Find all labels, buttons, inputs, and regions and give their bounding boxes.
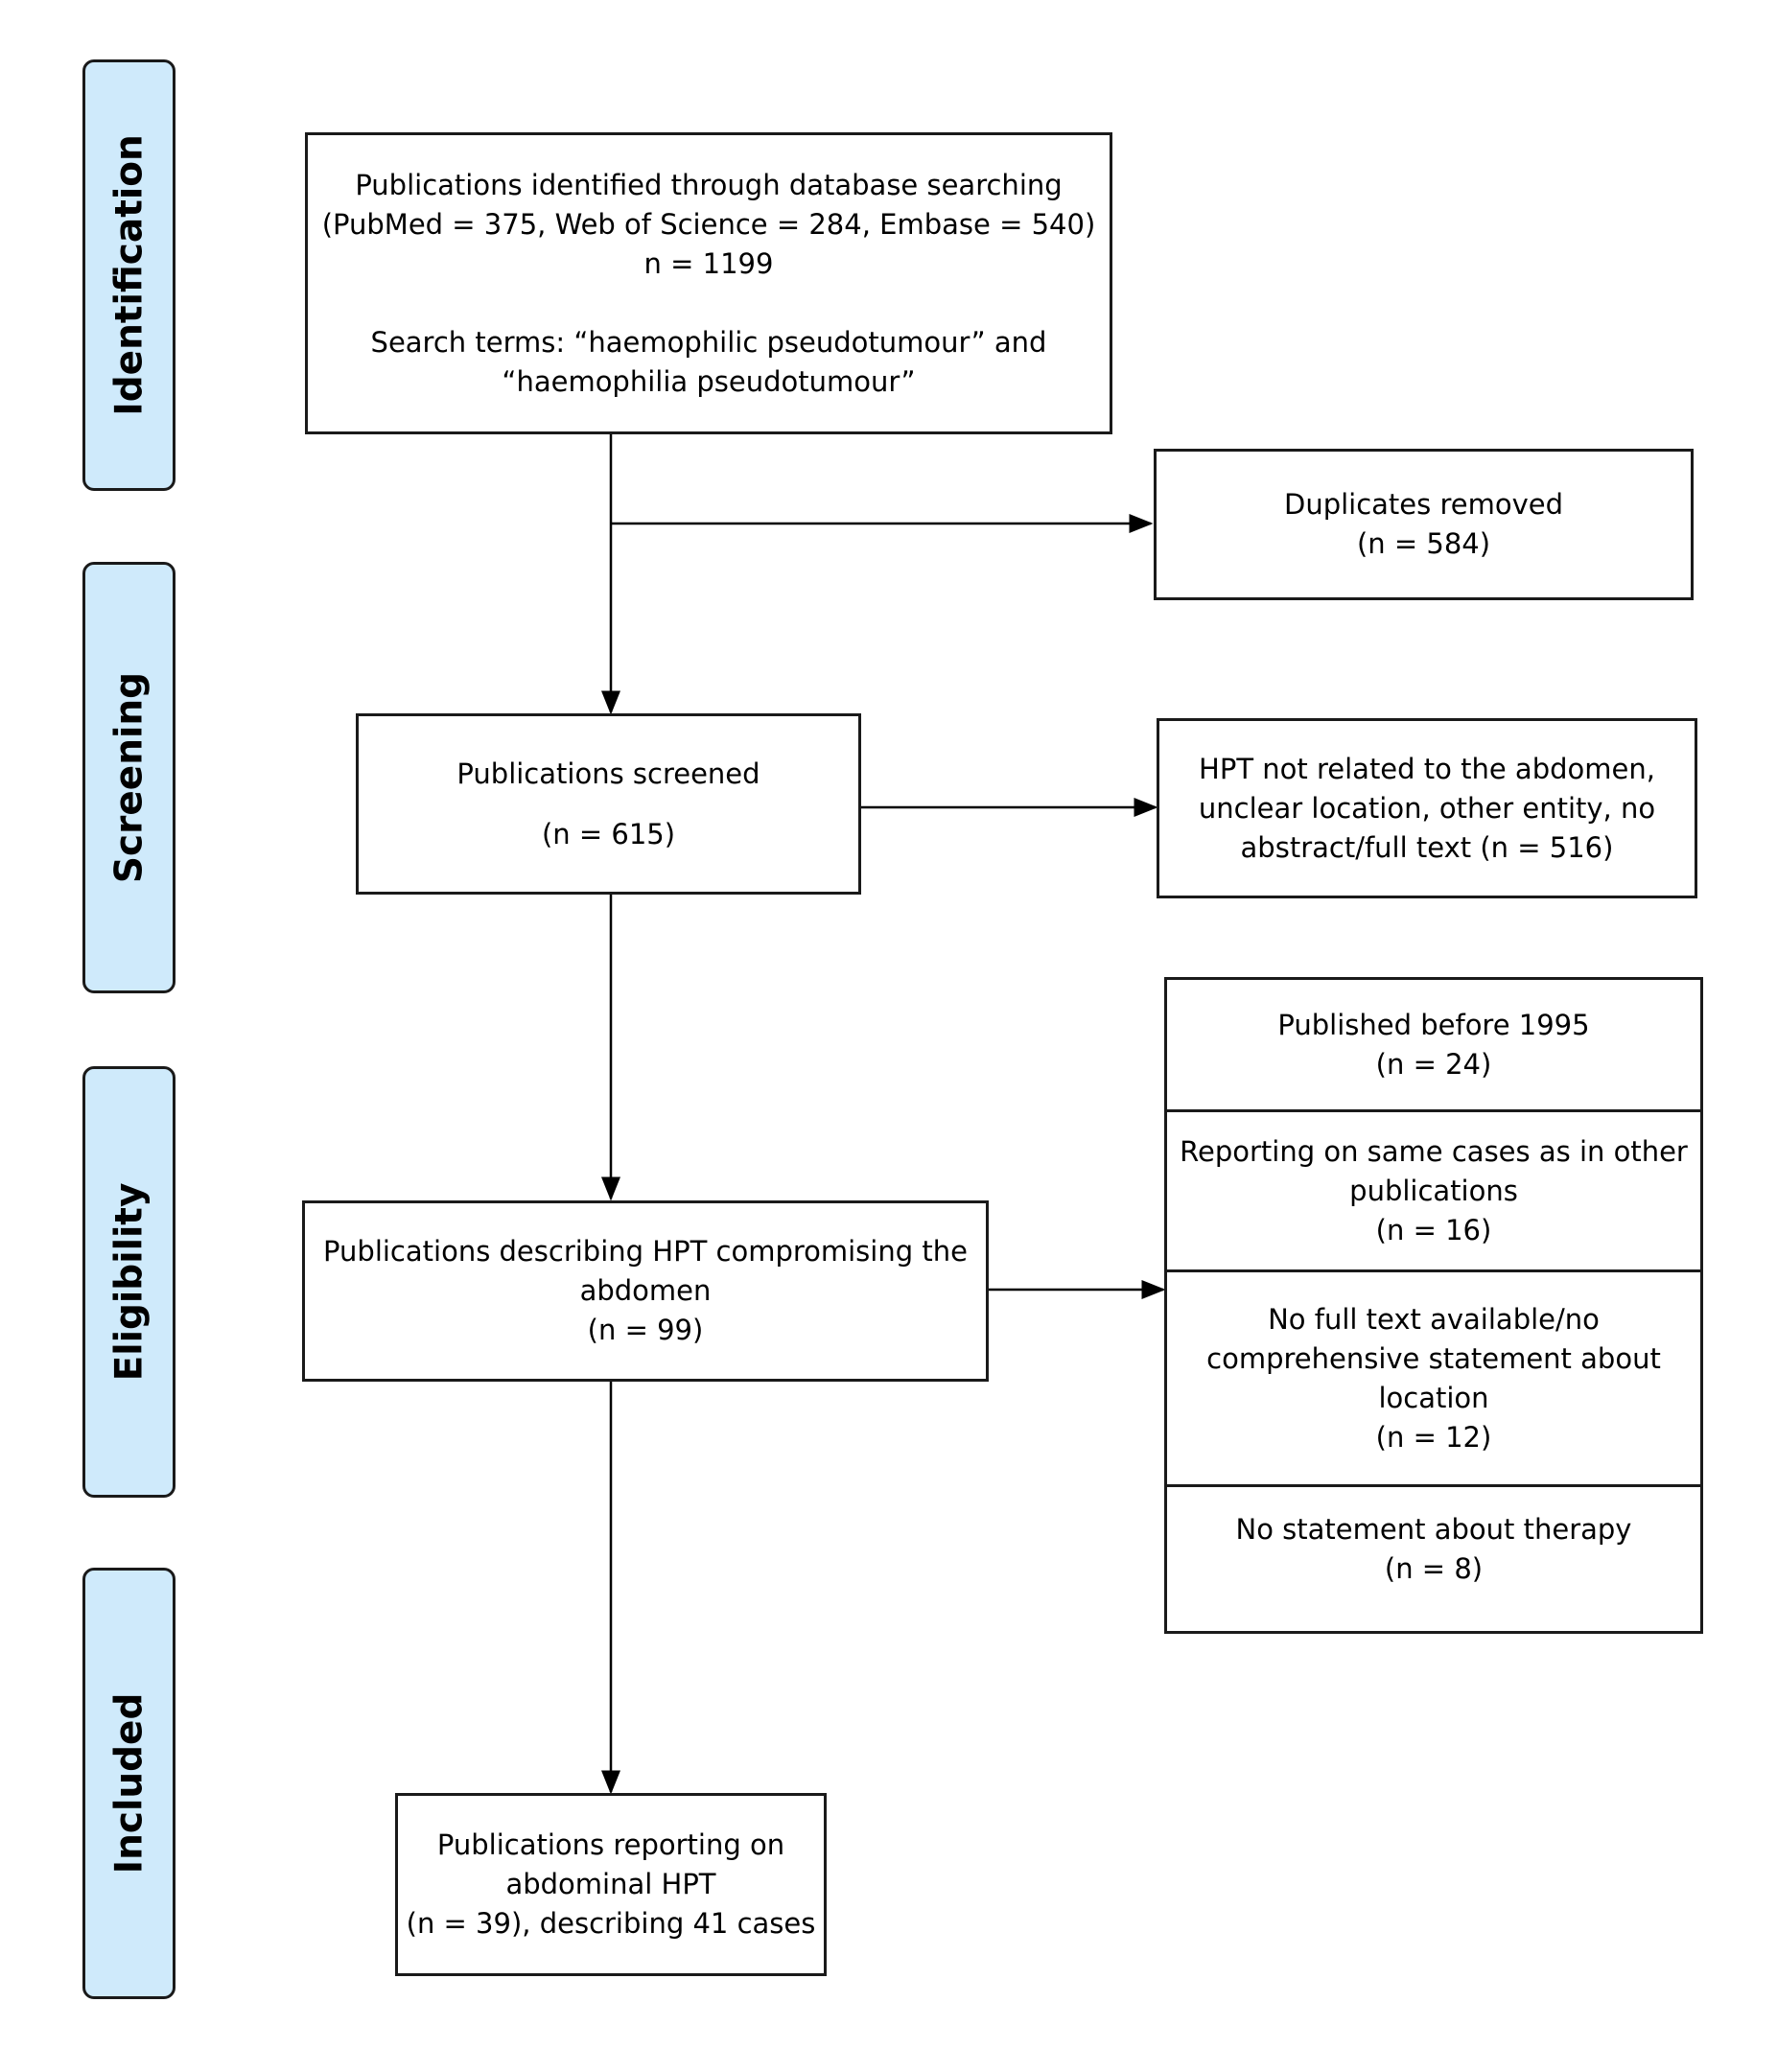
screen-excluded-line3: abstract/full text (n = 516)	[1240, 830, 1614, 864]
excluded-before-1995-box: Published before 1995 (n = 24)	[1164, 977, 1703, 1112]
eligible-line1: Publications describing HPT compromising…	[323, 1235, 968, 1268]
excluded-no-full-text-line1: No full text available/no	[1268, 1302, 1600, 1336]
stage-eligibility: Eligibility	[82, 1066, 175, 1498]
excluded-no-full-text-box: No full text available/no comprehensive …	[1164, 1269, 1703, 1487]
eligible-line3: (n = 99)	[587, 1314, 704, 1346]
excluded-no-therapy-label: No statement about therapy	[1235, 1513, 1632, 1546]
included-line2: abdominal HPT	[505, 1868, 716, 1900]
included-box: Publications reporting on abdominal HPT …	[395, 1793, 827, 1976]
stage-screening: Screening	[82, 562, 175, 993]
duplicates-box: Duplicates removed (n = 584)	[1154, 449, 1694, 600]
eligible-box: Publications describing HPT compromising…	[302, 1200, 989, 1382]
screened-box: Publications screened (n = 615)	[356, 713, 861, 895]
search-terms-line2: “haemophilia pseudotumour”	[502, 364, 916, 398]
included-line1: Publications reporting on	[436, 1828, 785, 1861]
excluded-same-cases-box: Reporting on same cases as in other publ…	[1164, 1109, 1703, 1272]
excluded-same-cases-line2: publications	[1349, 1174, 1518, 1207]
excluded-no-therapy-count: (n = 8)	[1384, 1552, 1484, 1585]
excluded-before-1995-count: (n = 24)	[1375, 1047, 1492, 1081]
duplicates-label: Duplicates removed	[1283, 488, 1564, 521]
identified-line1: Publications identified through database…	[355, 168, 1063, 201]
excluded-before-1995-label: Published before 1995	[1277, 1008, 1590, 1041]
screened-label: Publications screened	[456, 757, 760, 790]
excluded-same-cases-count: (n = 16)	[1375, 1213, 1492, 1246]
excluded-no-therapy-box: No statement about therapy (n = 8)	[1164, 1484, 1703, 1634]
eligible-line2: abdomen	[579, 1274, 712, 1307]
screened-count: (n = 615)	[541, 817, 676, 850]
identified-box: Publications identified through database…	[305, 132, 1112, 434]
identified-line3: n = 1199	[643, 246, 774, 280]
search-terms-line1: Search terms: “haemophilic pseudotumour”…	[370, 325, 1047, 359]
screen-excluded-box: HPT not related to the abdomen, unclear …	[1157, 718, 1697, 898]
excluded-no-full-text-count: (n = 12)	[1375, 1420, 1492, 1454]
excluded-same-cases-line1: Reporting on same cases as in other	[1180, 1134, 1688, 1168]
excluded-no-full-text-line2: comprehensive statement about	[1206, 1341, 1661, 1375]
included-line3: (n = 39), describing 41 cases	[406, 1907, 816, 1940]
screen-excluded-line2: unclear location, other entity, no	[1198, 791, 1656, 825]
duplicates-count: (n = 584)	[1356, 527, 1491, 560]
screen-excluded-line1: HPT not related to the abdomen,	[1199, 752, 1655, 785]
stage-identification: Identification	[82, 59, 175, 491]
stage-included: Included	[82, 1568, 175, 1999]
excluded-no-full-text-line3: location	[1378, 1381, 1489, 1414]
identified-line2: (PubMed = 375, Web of Science = 284, Emb…	[321, 207, 1096, 241]
